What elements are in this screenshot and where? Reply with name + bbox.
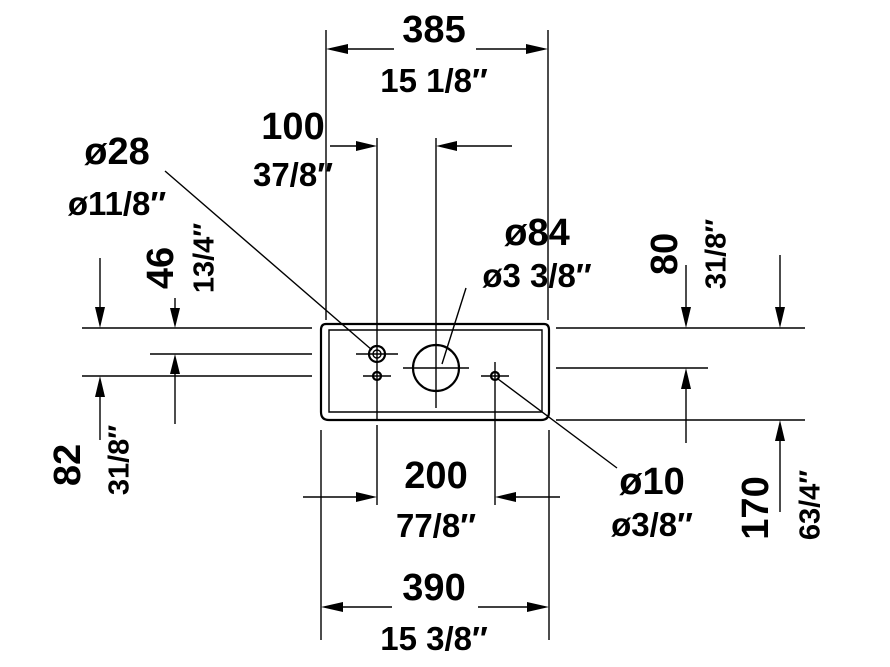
dim-right-vertical-80	[681, 255, 785, 328]
bottom-right-vertical-mm: 170	[735, 476, 777, 539]
top-width-mm: 385	[402, 9, 465, 51]
right-vertical-mm: 80	[644, 233, 686, 275]
bottom-width-in: 15 3/8″	[380, 620, 488, 657]
dim-center-spacing	[303, 492, 560, 502]
top-width-in: 15 1/8″	[380, 62, 488, 99]
center-spacing-in: 77/8″	[396, 507, 476, 544]
left-vertical-mm: 46	[140, 247, 182, 289]
right-vertical-in: 31/8″	[701, 219, 733, 289]
extension-lines	[82, 30, 805, 640]
bottom-left-vertical-in: 31/8″	[104, 425, 136, 495]
hole-large-in: ø3 3/8″	[482, 257, 592, 294]
dim-bottom-width	[321, 602, 549, 612]
left-offset-in: 37/8″	[253, 156, 333, 193]
dim-left-offset	[330, 141, 512, 151]
hole-large-mm: ø84	[504, 212, 569, 254]
dim-left-vertical-46	[95, 258, 180, 328]
dim-top-width	[326, 44, 548, 54]
center-spacing-mm: 200	[404, 455, 467, 497]
bottom-left-vertical-mm: 82	[47, 444, 89, 486]
bottom-right-vertical-in: 63/4″	[795, 470, 827, 540]
dim-left-vertical-82	[95, 354, 180, 440]
hole-small-mm: ø28	[84, 131, 149, 173]
left-vertical-in: 13/4″	[189, 223, 221, 293]
bottom-width-mm: 390	[402, 567, 465, 609]
hole-tiny-in: ø3/8″	[611, 506, 693, 543]
hole-small-in: ø11/8″	[68, 185, 167, 222]
leader-lines	[164, 170, 618, 469]
dim-right-vertical-170	[681, 368, 785, 512]
tank-outline	[319, 322, 551, 422]
left-offset-mm: 100	[261, 106, 324, 148]
hole-tiny-mm: ø10	[619, 461, 684, 503]
centerlines	[356, 138, 509, 505]
